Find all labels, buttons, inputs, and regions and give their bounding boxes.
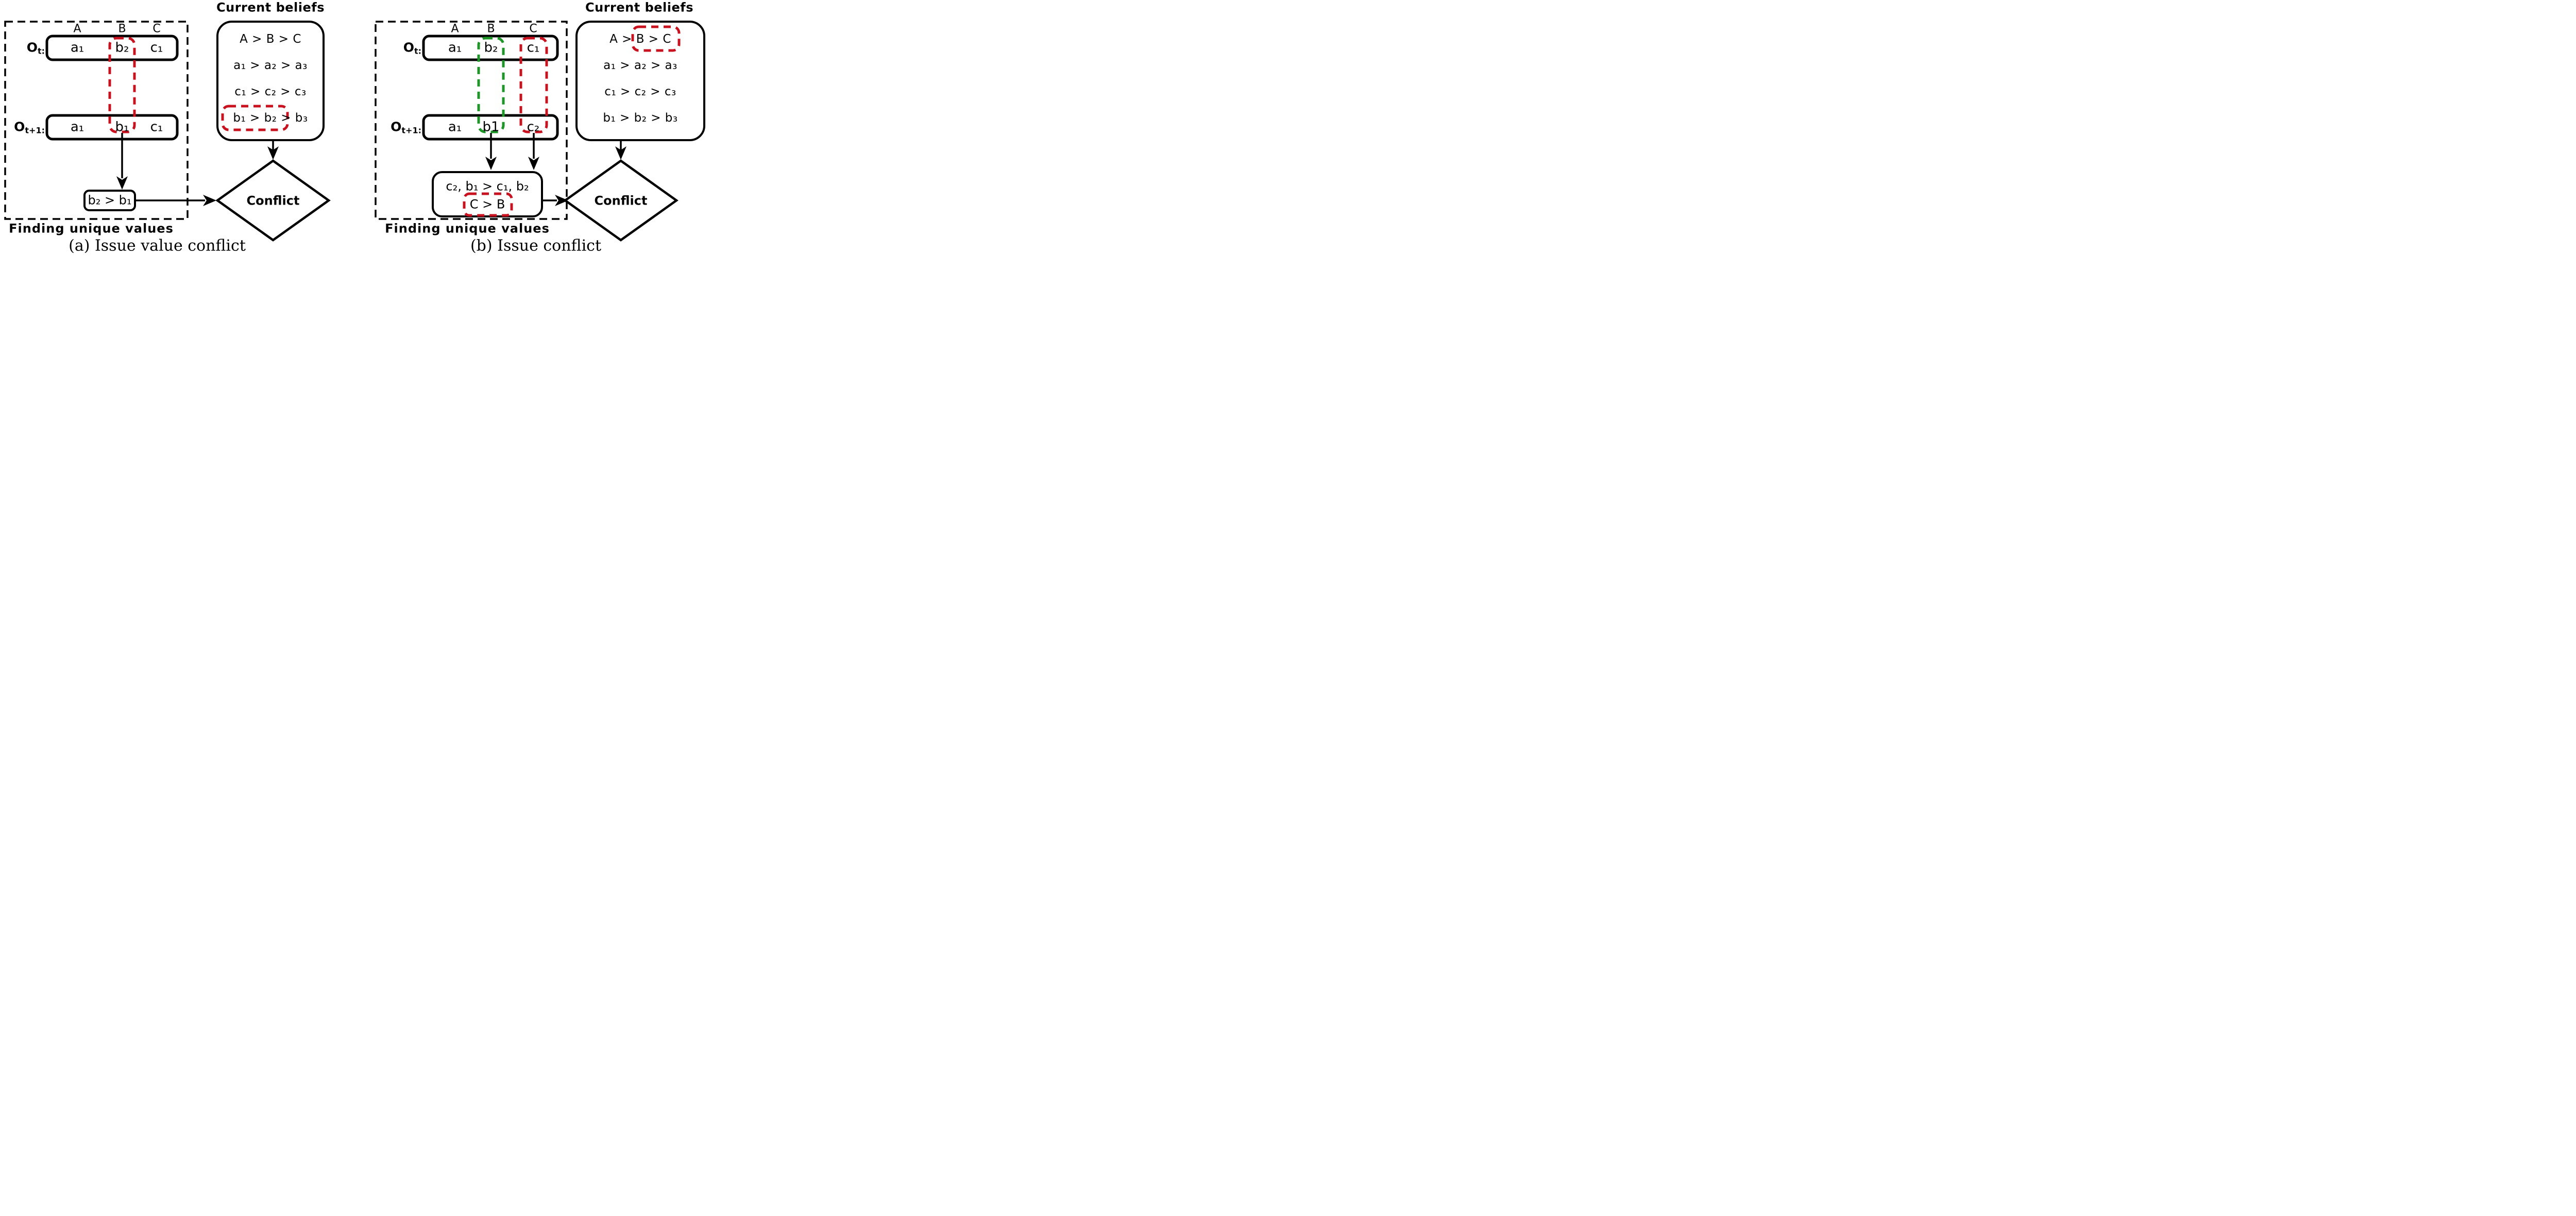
panel-a-column-header-b: B [118,22,126,36]
panel-a-conflict-label: Conflict [246,193,300,208]
diagram-shapes-layer [4,21,705,242]
panel-a-belief-line-4: b₁ > b₂ > b₃ [233,111,308,125]
panel-b-column-header-b: B [487,22,495,36]
panel-a-ot1-label: Ot+1: [14,119,45,135]
panel-b-ot-box [422,35,559,61]
panel-b-red-highlight-column [519,37,548,133]
panel-b-column-header-c: C [529,22,537,36]
figure-canvas: A B C Ot: a₁ b₂ c₁ Ot+1: a₁ b₁ c₁ b₂ > b… [0,0,716,304]
panel-a-ot-label-base: O [26,40,38,55]
panel-a-ot1-label-base: O [14,119,25,134]
panel-a-red-highlight-column [108,37,136,133]
panel-a-beliefs-arrowhead [267,146,279,160]
panel-b-result-red-highlight [463,192,513,217]
panel-a-region-label: Finding unique values [9,221,174,236]
panel-b-unique-value-line1: c₂, b₁ > c₁, b₂ [446,179,529,194]
panel-a-ot1-box [45,114,179,141]
panel-b-conflict-label: Conflict [594,193,648,208]
panel-a-ot-cell-c: c₁ [150,40,163,56]
panel-b-ot-label-base: O [403,40,414,55]
panel-a-column-header-c: C [152,22,161,36]
panel-b-ot1-label-base: O [391,119,402,134]
panel-a-conflict-diamond [215,159,331,242]
panel-a-ot-box [45,35,179,61]
panel-a-ot1-cell-b: b₁ [115,119,129,135]
panel-a-right-arrowhead [203,195,216,206]
panel-a-unique-value-text: b₂ > b₁ [88,193,132,208]
panel-b-belief-line-4: b₁ > b₂ > b₃ [603,111,678,125]
panel-b-ot-cell-c: c₁ [527,40,540,56]
panel-b-belief-line-3: c₁ > c₂ > c₃ [604,85,676,98]
panel-b-ot1-cell-c: c₂ [527,119,540,135]
panel-a-belief-line-2: a₁ > a₂ > a₃ [233,58,308,72]
panel-b-column-header-a: A [451,22,459,36]
panel-b-ot1-cell-b: b1 [482,119,500,135]
panel-a-current-beliefs-title: Current beliefs [216,0,325,15]
panel-a-current-beliefs-box [216,21,325,141]
panel-b-unique-value-line2: C > B [469,197,505,212]
panel-b-ot1-label: Ot+1: [391,119,421,135]
panel-b-belief-line-1: A > B > C [609,32,671,46]
panel-b-beliefs-arrowhead [615,146,626,160]
panel-a-ot-label: Ot: [27,40,45,56]
panel-b-right-arrowhead [555,195,568,206]
panel-a-dashed-region [4,21,189,220]
panel-a-ot-label-sub: t: [37,46,45,56]
panel-b-ot1-cell-a: a₁ [448,119,462,135]
panel-a-beliefs-red-highlight [221,105,289,131]
panel-b-ot-label-sub: t: [414,46,421,56]
panel-a-ot1-label-sub: t+1: [25,125,45,136]
panel-b-ot-cell-a: a₁ [448,40,462,56]
panel-b-caption: (b) Issue conflict [470,237,602,255]
panel-a-ot1-cell-a: a₁ [70,119,84,135]
panel-b-ot1-label-sub: t+1: [401,125,421,136]
panel-a-column-header-a: A [73,22,81,36]
panel-b-beliefs-red-highlight [631,25,681,52]
panel-a-down-arrowhead [116,176,128,190]
panel-b-current-beliefs-title: Current beliefs [585,0,693,15]
panel-b-region-label: Finding unique values [385,221,550,236]
panel-a-ot-cell-b: b₂ [115,40,129,56]
panel-a-ot-cell-a: a₁ [70,40,84,56]
panel-b-down-arrow-c-head [528,157,539,170]
panel-b-ot-label: Ot: [403,40,421,56]
panel-b-down-arrow-b-head [485,157,497,170]
panel-a-belief-line-1: A > B > C [240,32,301,46]
panel-b-belief-line-2: a₁ > a₂ > a₃ [603,58,677,72]
panel-b-conflict-diamond [563,159,679,242]
panel-a-ot1-cell-c: c₁ [150,119,163,135]
panel-b-green-highlight-column [477,37,505,133]
panel-a-caption: (a) Issue value conflict [69,237,246,255]
panel-a-belief-line-3: c₁ > c₂ > c₃ [234,85,307,98]
panel-b-dashed-region [375,21,568,220]
panel-b-ot-cell-b: b₂ [484,40,498,56]
